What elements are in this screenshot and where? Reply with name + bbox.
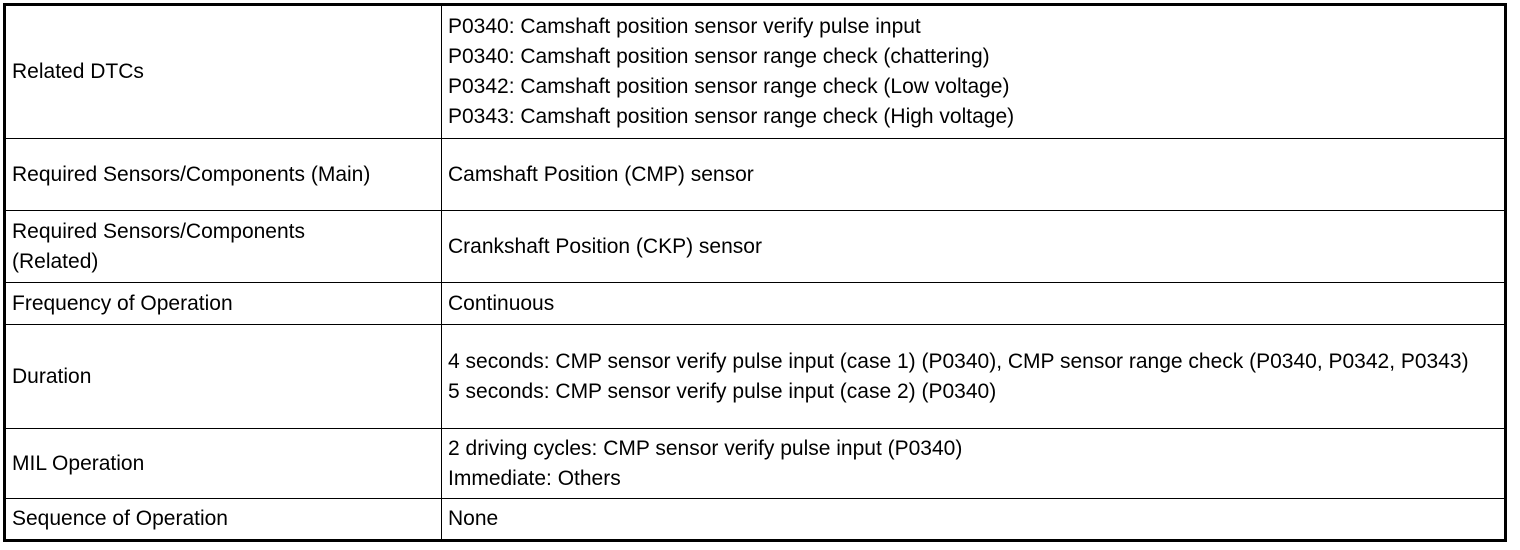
value-line: 2 driving cycles: CMP sensor verify puls… <box>448 436 963 460</box>
table-row-required-related: Required Sensors/Components (Related) Cr… <box>4 210 1506 283</box>
value-line: 4 seconds: CMP sensor verify pulse input… <box>448 349 1469 373</box>
value-line: P0340: Camshaft position sensor verify p… <box>448 15 921 38</box>
row-value: None <box>441 498 1506 541</box>
value-line: Immediate: Others <box>448 466 621 490</box>
row-label: Duration <box>4 324 442 429</box>
row-value: Camshaft Position (CMP) sensor <box>441 138 1506 211</box>
value-line: 5 seconds: CMP sensor verify pulse input… <box>448 379 997 403</box>
row-value: P0340: Camshaft position sensor verify p… <box>441 4 1506 139</box>
value-line: P0340: Camshaft position sensor range ch… <box>448 45 990 68</box>
table-row-mil-operation: MIL Operation 2 driving cycles: CMP sens… <box>4 428 1506 499</box>
row-value: 4 seconds: CMP sensor verify pulse input… <box>441 324 1506 429</box>
row-label: Related DTCs <box>4 4 442 139</box>
row-label: Required Sensors/Components (Related) <box>4 210 442 283</box>
row-value: 2 driving cycles: CMP sensor verify puls… <box>441 428 1506 499</box>
value-line: Crankshaft Position (CKP) sensor <box>448 234 762 258</box>
row-label: MIL Operation <box>4 428 442 499</box>
table-row-related-dtcs: Related DTCs P0340: Camshaft position se… <box>4 4 1506 139</box>
monitor-spec-table: Related DTCs P0340: Camshaft position se… <box>3 3 1507 542</box>
table-row-required-main: Required Sensors/Components (Main) Camsh… <box>4 138 1506 211</box>
table-row-frequency: Frequency of Operation Continuous <box>4 282 1506 325</box>
row-label: Required Sensors/Components (Main) <box>4 138 442 211</box>
value-line: P0343: Camshaft position sensor range ch… <box>448 105 1015 128</box>
row-value: Crankshaft Position (CKP) sensor <box>441 210 1506 283</box>
table-row-duration: Duration 4 seconds: CMP sensor verify pu… <box>4 324 1506 429</box>
value-line: None <box>448 507 499 530</box>
row-label: Frequency of Operation <box>4 282 442 325</box>
value-line: P0342: Camshaft position sensor range ch… <box>448 75 1010 98</box>
value-line: Continuous <box>448 291 555 315</box>
value-line: Camshaft Position (CMP) sensor <box>448 162 754 186</box>
table-row-sequence: Sequence of Operation None <box>4 498 1506 541</box>
row-value: Continuous <box>441 282 1506 325</box>
row-label: Sequence of Operation <box>4 498 442 541</box>
